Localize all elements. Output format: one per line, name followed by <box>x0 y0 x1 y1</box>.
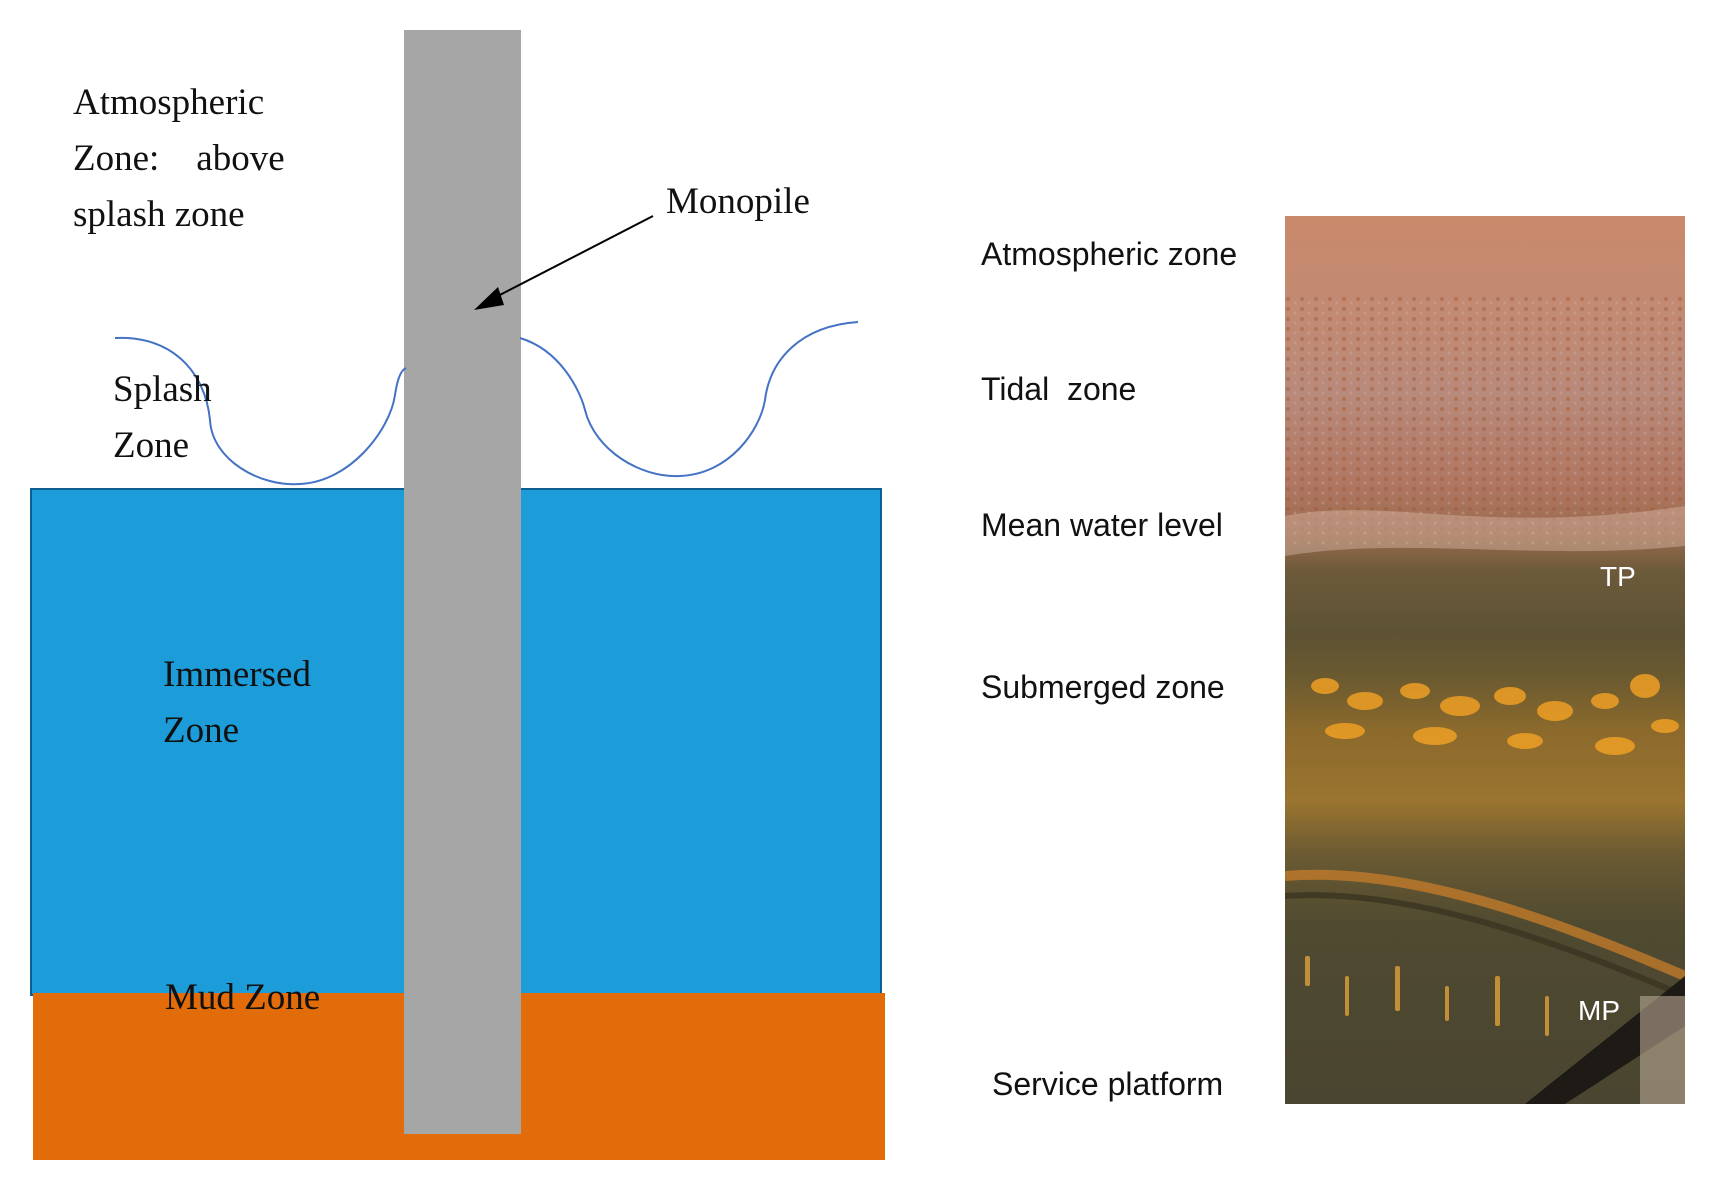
submerged-zone-side-label: Submerged zone <box>981 669 1225 705</box>
service-platform-side-label: Service platform <box>992 1066 1224 1102</box>
mean-water-level-side-label: Mean water level <box>981 507 1223 543</box>
photo-tag-mp: MP <box>1578 995 1620 1026</box>
corroded-monopile-photo <box>1285 216 1685 1104</box>
immersed-zone-line1: Immersed <box>163 654 311 695</box>
splash-wave-right <box>519 321 859 478</box>
monopile-label: Monopile <box>666 181 810 222</box>
immersed-zone-line2: Zone <box>163 710 240 751</box>
mud-zone-label: Mud Zone <box>165 977 321 1018</box>
atmospheric-zone-side-label: Atmospheric zone <box>981 236 1238 272</box>
photo-tag-tp: TP <box>1600 561 1636 592</box>
atmospheric-zone-line2: Zone: above <box>73 138 285 179</box>
splash-zone-line2: Zone <box>113 425 190 466</box>
tidal-zone-side-label: Tidal zone <box>981 371 1137 407</box>
atmospheric-zone-line1: Atmospheric <box>73 82 265 123</box>
splash-zone-label: Splash Zone <box>113 362 212 474</box>
immersed-zone-label: Immersed Zone <box>163 647 311 759</box>
splash-zone-line1: Splash <box>113 369 212 410</box>
atmospheric-zone-line3: splash zone <box>73 194 245 235</box>
atmospheric-zone-label: Atmospheric Zone: above splash zone <box>73 75 285 243</box>
monopile-shaft <box>404 30 521 1134</box>
